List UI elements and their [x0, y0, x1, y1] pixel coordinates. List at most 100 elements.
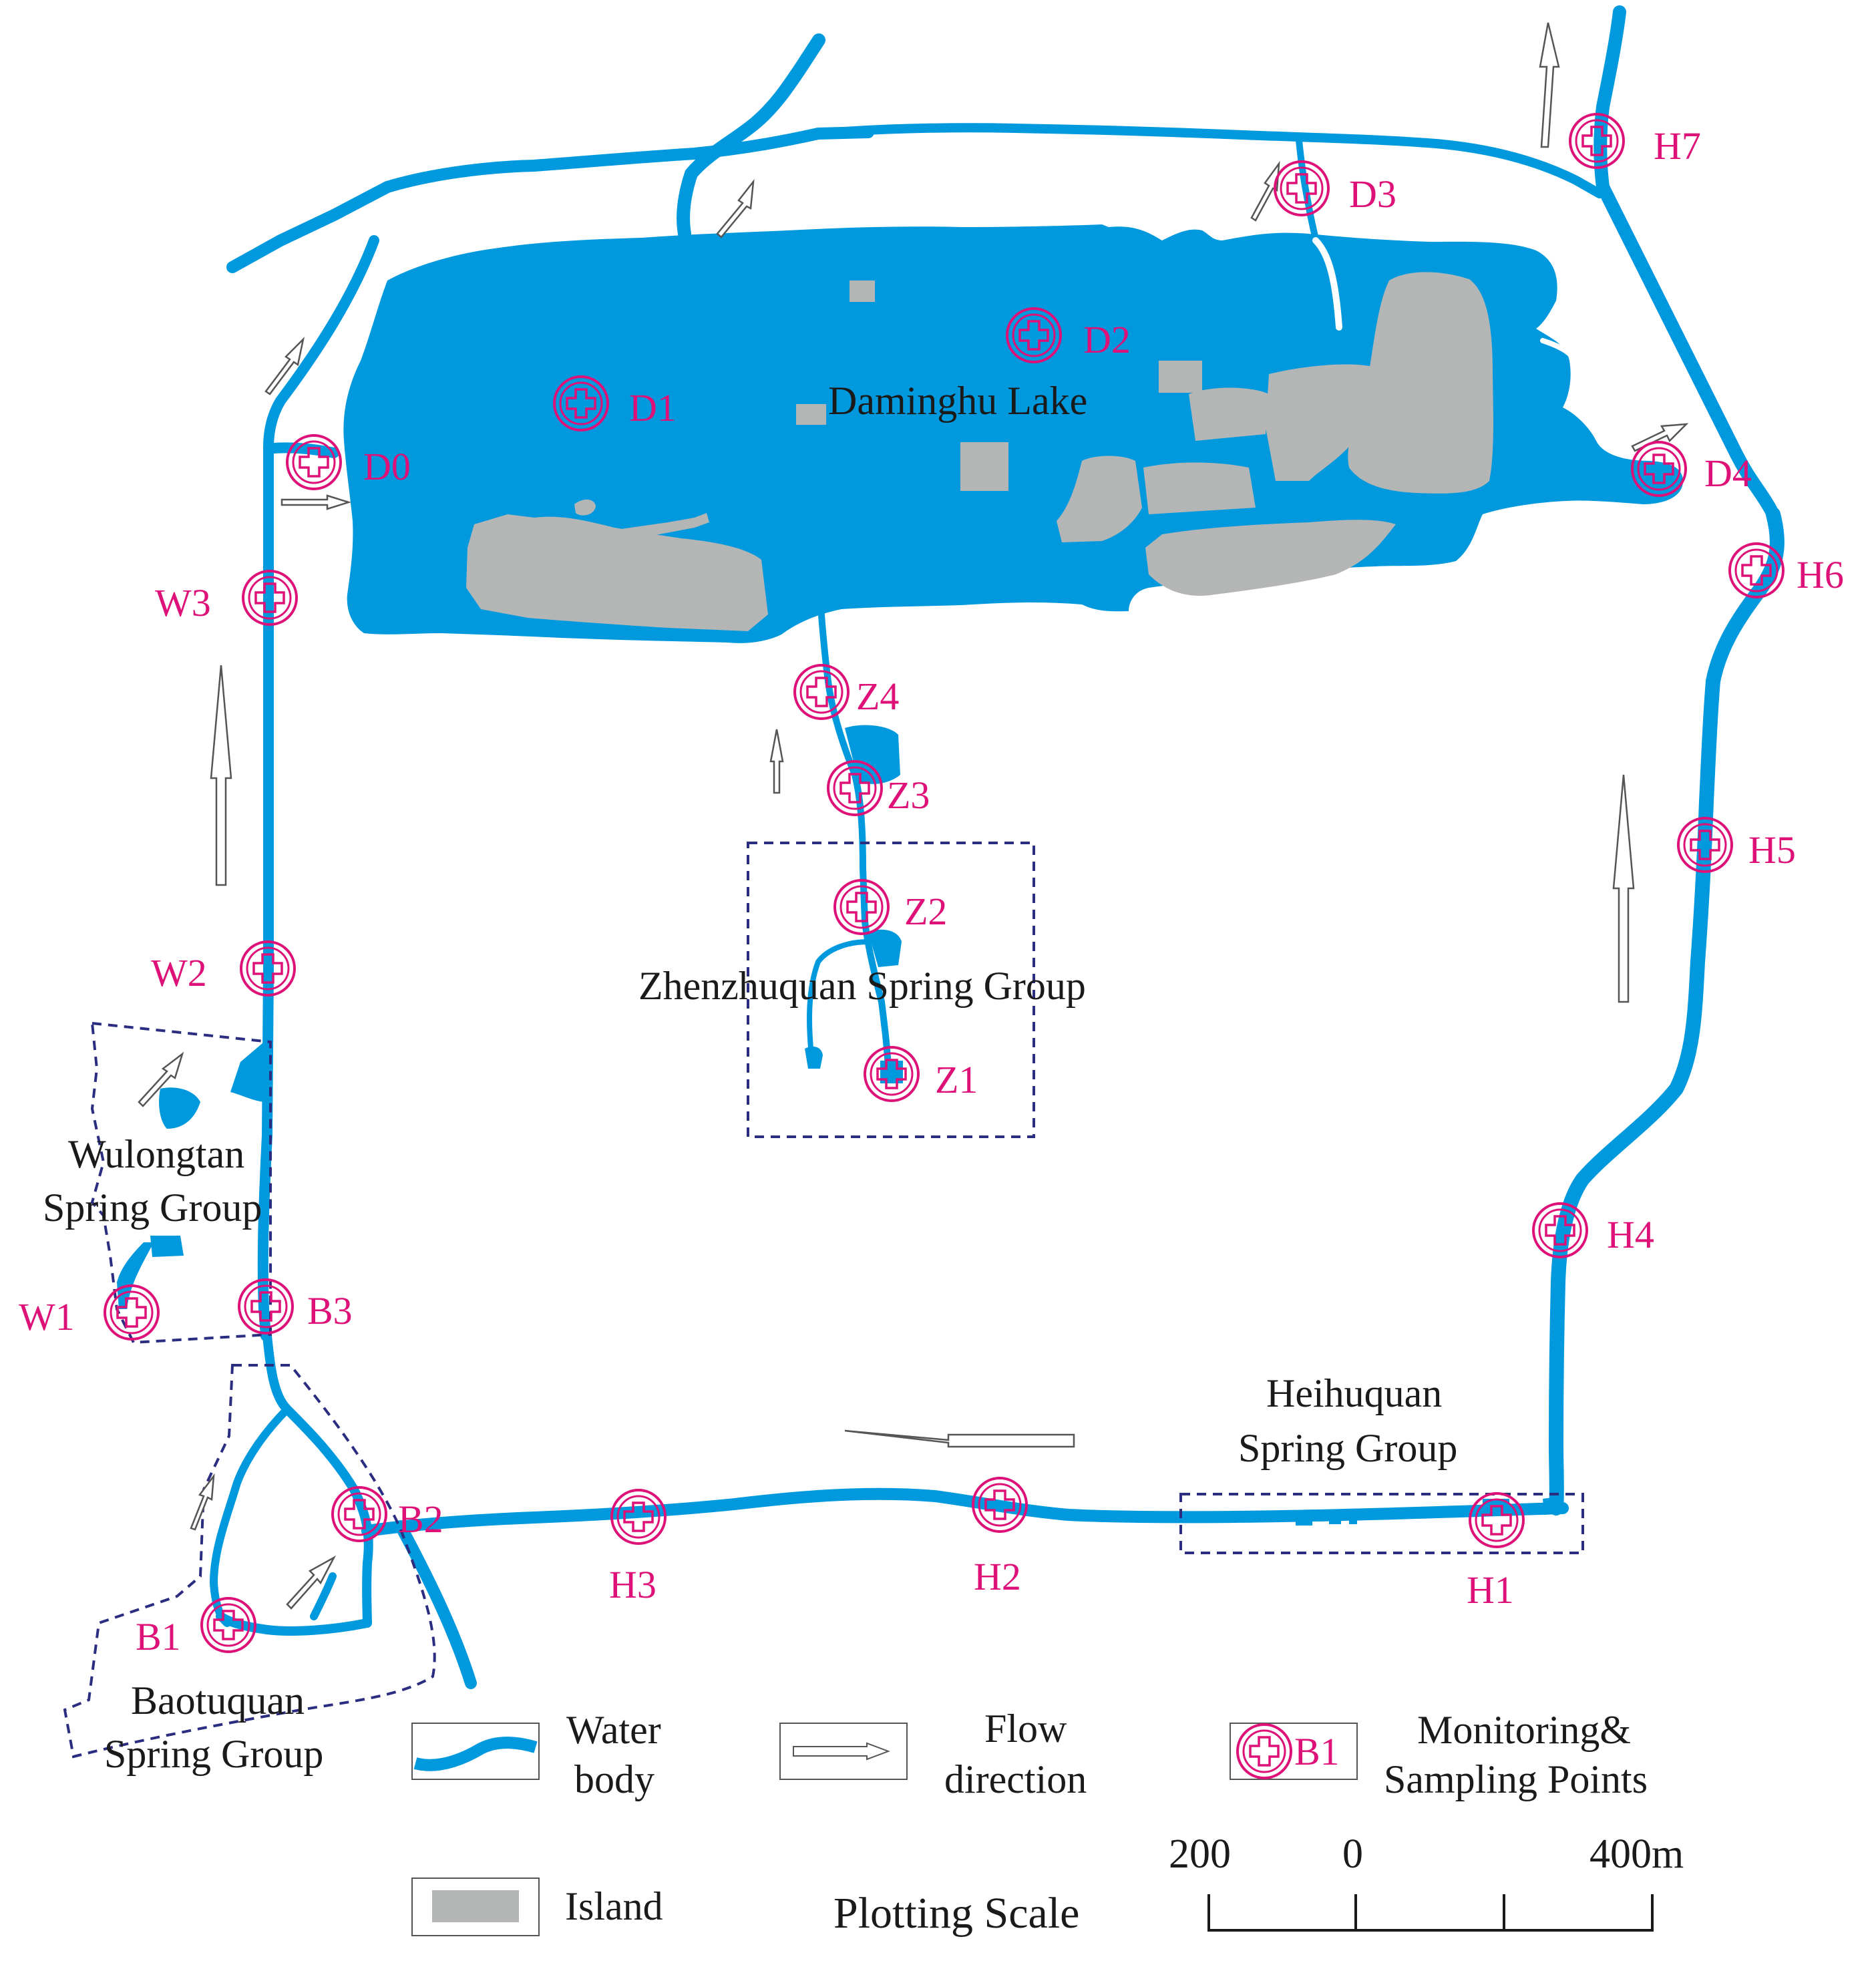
- baotuquan-label-line1: Baotuquan: [131, 1678, 305, 1723]
- heihuquan-label-line2: Spring Group: [1238, 1426, 1457, 1470]
- d0-connector: [263, 442, 339, 458]
- south-stub-channel: [395, 1520, 477, 1689]
- heihuquan-pool-5: [1543, 1496, 1564, 1515]
- baotuquan-tail: [310, 1572, 337, 1620]
- baotuquan-label-line2: Spring Group: [104, 1732, 323, 1776]
- island-creek-white: [1540, 338, 1584, 377]
- west-channel: [257, 235, 379, 1341]
- flow-arrow-icon: [793, 1742, 890, 1761]
- island-southwest: [466, 514, 768, 631]
- heihuquan-pool-1: [1296, 1513, 1312, 1526]
- label-z1: Z1: [935, 1058, 978, 1101]
- baotuquan-boundary: [63, 1364, 436, 1759]
- flow-arrow-icon: [280, 494, 352, 510]
- legend-flow-label-1: Flow: [984, 1707, 1067, 1751]
- heihuquan-boundary: [1179, 1493, 1584, 1554]
- northwest-channel: [226, 126, 874, 273]
- scale-line: [1207, 1894, 1654, 1932]
- island-west-finger: [621, 513, 709, 538]
- island-center: [1189, 387, 1269, 441]
- scale-bar: Plotting Scale 200 0 400m: [833, 1831, 1684, 1938]
- baotuquan-channel: [216, 1331, 373, 1636]
- label-b2: B2: [398, 1497, 443, 1541]
- flow-arrow-icon: [286, 1555, 337, 1610]
- legend: Water body Flow direction B1 Monitoring&…: [411, 1707, 1648, 1936]
- scale-tick-0: 0: [1342, 1831, 1363, 1877]
- scale-tick-400m: 400m: [1589, 1831, 1684, 1877]
- north-channel: [813, 123, 1604, 198]
- flow-arrow-icon: [138, 1051, 184, 1107]
- zhenzhuquan-label: Zhenzhuquan Spring Group: [638, 964, 1086, 1008]
- pool-z2: [868, 929, 902, 967]
- legend-water-label-1: Water: [566, 1708, 661, 1752]
- zhenzhuquan-branch: [807, 939, 871, 1058]
- island-small-round: [574, 499, 596, 516]
- label-h4: H4: [1607, 1213, 1654, 1256]
- label-z2: Z2: [904, 890, 947, 933]
- monitoring-point-icon[interactable]: [104, 1284, 160, 1341]
- flow-arrow-icon: [210, 665, 232, 886]
- heihuquan-label-line1: Heihuquan: [1266, 1371, 1442, 1415]
- label-h7: H7: [1654, 124, 1701, 168]
- label-h6: H6: [1797, 553, 1844, 596]
- label-b1: B1: [136, 1615, 181, 1658]
- flow-arrow-icon: [844, 1429, 1075, 1448]
- island-mid: [1057, 456, 1142, 542]
- label-d1: D1: [629, 386, 677, 429]
- point-labels: D0 D1 D2 D3 D4 H7 H6 H5 H4 H1 H2 H3 W3 W…: [19, 124, 1844, 1658]
- label-w1: W1: [19, 1295, 75, 1339]
- baotuquan-channel-west: [210, 1405, 291, 1627]
- heihuquan-pool-3: [1349, 1511, 1357, 1524]
- label-h3: H3: [609, 1563, 656, 1606]
- wulongtan-label-line1: Wulongtan: [68, 1132, 244, 1176]
- island-icon: [432, 1890, 519, 1922]
- legend-monitor-label-2: Sampling Points: [1384, 1757, 1648, 1801]
- flow-arrow-icon: [769, 729, 784, 794]
- label-b3: B3: [307, 1289, 353, 1332]
- island-east-mid: [1266, 364, 1376, 481]
- label-h1: H1: [1467, 1568, 1514, 1612]
- legend-flow-label-2: direction: [944, 1757, 1087, 1801]
- island-block-3: [960, 442, 1008, 491]
- legend-monitor-label-1: Monitoring&: [1417, 1708, 1631, 1752]
- label-d4: D4: [1704, 452, 1752, 495]
- legend-island-label: Island: [565, 1884, 663, 1928]
- area-labels: Daminghu Lake Zhenzhuquan Spring Group W…: [43, 379, 1457, 1776]
- island-southeast: [1145, 520, 1396, 596]
- wulongtan-pond-south: [150, 1236, 184, 1257]
- northeast-branch-channel: [677, 33, 825, 240]
- island-block-2: [796, 404, 826, 425]
- legend-point-sample: B1: [1294, 1730, 1340, 1773]
- island-east-large: [1348, 272, 1493, 494]
- flow-arrow-icon: [1631, 423, 1689, 452]
- monitoring-point-icon[interactable]: [793, 664, 850, 720]
- island-block-4: [1159, 361, 1202, 393]
- heihuquan-pool-2: [1329, 1512, 1341, 1524]
- lake-label: Daminghu Lake: [828, 379, 1087, 423]
- label-h5: H5: [1748, 828, 1796, 872]
- label-w2: W2: [151, 951, 207, 995]
- water-body-icon: [413, 1737, 538, 1771]
- flow-arrow-icon: [264, 337, 305, 395]
- zhenzhuquan-boundary: [747, 842, 1035, 1138]
- lake-detail-channels: [1312, 237, 1584, 377]
- east-channel: [1549, 507, 1785, 1515]
- legend-water-label-2: body: [574, 1757, 654, 1801]
- east-outer-channel: [1593, 5, 1780, 521]
- island-block-1: [850, 281, 875, 302]
- flow-arrows: [138, 22, 1689, 1610]
- flow-arrow-icon: [1539, 22, 1560, 148]
- pool-zbranch: [805, 1047, 823, 1069]
- label-h2: H2: [974, 1555, 1021, 1598]
- monitoring-point-icon[interactable]: [286, 434, 342, 490]
- label-d3: D3: [1349, 172, 1396, 216]
- label-z3: Z3: [887, 773, 930, 817]
- flow-arrow-icon: [1612, 774, 1635, 1003]
- islands: [466, 272, 1493, 631]
- label-d0: D0: [363, 445, 411, 488]
- wulongtan-pond-north: [230, 1039, 270, 1103]
- label-w3: W3: [155, 581, 211, 624]
- heihuquan-water: [1296, 1496, 1564, 1526]
